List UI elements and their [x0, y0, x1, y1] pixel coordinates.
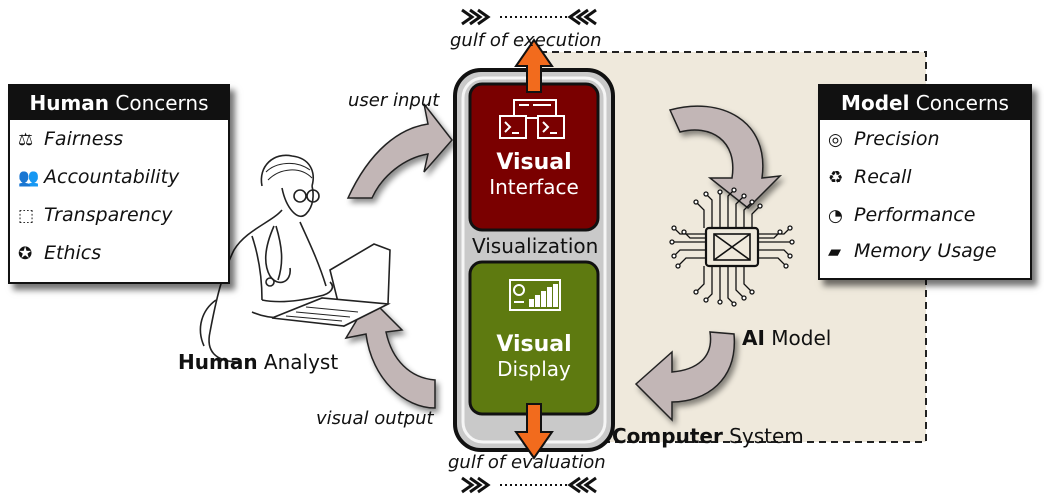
human-analyst-label-rest: Analyst	[257, 350, 339, 374]
dashboard-chart-icon	[509, 279, 561, 311]
concern-item-ethics: ✪ Ethics	[18, 242, 101, 264]
concern-item-precision: ◎ Precision	[828, 128, 940, 150]
concern-item-performance: ◔ Performance	[828, 204, 975, 226]
target-icon: ◎	[828, 130, 843, 150]
execution-arrow	[514, 38, 554, 93]
concern-item-transparency: ⬚ Transparency	[18, 204, 172, 226]
gulf-of-evaluation-label: gulf of evaluation	[448, 452, 606, 473]
gulf-execution-marker	[461, 8, 597, 26]
gulf-evaluation-marker	[461, 476, 597, 494]
evaluation-arrow	[514, 403, 554, 460]
ai-model-label: AI Model	[742, 326, 831, 350]
model-concerns-title-bold: Model	[841, 91, 910, 115]
human-concerns-title-rest: Concerns	[109, 91, 209, 115]
usb-drive-icon: ▰	[828, 242, 842, 262]
concern-item-recall: ♻ Recall	[828, 166, 912, 188]
people-icon: 👥	[18, 168, 40, 188]
visual-output-label: visual output	[316, 408, 434, 429]
concern-label: Transparency	[44, 204, 173, 226]
computer-system-label-bold: Computer	[612, 424, 723, 448]
visual-display-title-bold: Visual	[496, 332, 572, 357]
visualization-label: Visualization	[472, 234, 599, 258]
human-analyst-label-bold: Human	[178, 350, 258, 374]
ai-chip-icon	[669, 187, 795, 307]
concern-item-fairness: ⚖ Fairness	[18, 128, 123, 150]
concern-label: Accountability	[44, 166, 180, 188]
gulf-of-execution-label: gulf of execution	[450, 30, 602, 51]
ai-model-label-rest: Model	[764, 326, 832, 350]
concern-label: Ethics	[44, 242, 102, 264]
model-concerns-title-rest: Concerns	[909, 91, 1009, 115]
ai-model-label-bold: AI	[742, 326, 765, 350]
user-input-arrow	[346, 103, 453, 199]
user-input-label: user input	[348, 90, 440, 111]
model-concerns-panel: Model Concerns ◎ Precision ♻ Recall ◔ Perfo…	[818, 84, 1032, 280]
model-concerns-title: Model Concerns	[820, 86, 1030, 120]
badge-icon: ✪	[18, 244, 33, 264]
human-concerns-title-bold: Human	[29, 91, 110, 115]
gauge-icon: ◔	[828, 206, 843, 226]
recycle-icon: ♻	[828, 168, 844, 188]
computer-system-label-rest: System	[722, 424, 804, 448]
concern-item-memory-usage: ▰ Memory Usage	[828, 240, 997, 262]
computer-system-label: Computer System	[612, 424, 804, 448]
human-concerns-title: Human Concerns	[10, 86, 228, 120]
concern-label: Recall	[854, 166, 912, 188]
concern-label: Memory Usage	[854, 240, 997, 262]
from-ai-arrow	[634, 331, 735, 422]
visual-interface-subtitle: Interface	[489, 175, 579, 199]
human-analyst-illustration	[199, 154, 391, 363]
human-analyst-label: Human Analyst	[178, 350, 338, 374]
concern-item-accountability: 👥Accountability	[18, 166, 179, 188]
terminal-windows-icon	[499, 99, 565, 139]
scales-icon: ⚖	[18, 130, 34, 150]
visual-display-title: Visual Display	[474, 332, 594, 381]
concern-label: Performance	[854, 204, 976, 226]
frame-icon: ⬚	[18, 206, 35, 226]
to-ai-arrow	[668, 105, 783, 210]
concern-label: Fairness	[44, 128, 124, 150]
concern-label: Precision	[854, 128, 940, 150]
visual-display-subtitle: Display	[497, 357, 571, 381]
visual-interface-title: Visual Interface	[474, 150, 594, 199]
visual-interface-title-bold: Visual	[496, 150, 572, 175]
human-concerns-panel: Human Concerns ⚖ Fairness 👥Accountability…	[8, 84, 230, 284]
